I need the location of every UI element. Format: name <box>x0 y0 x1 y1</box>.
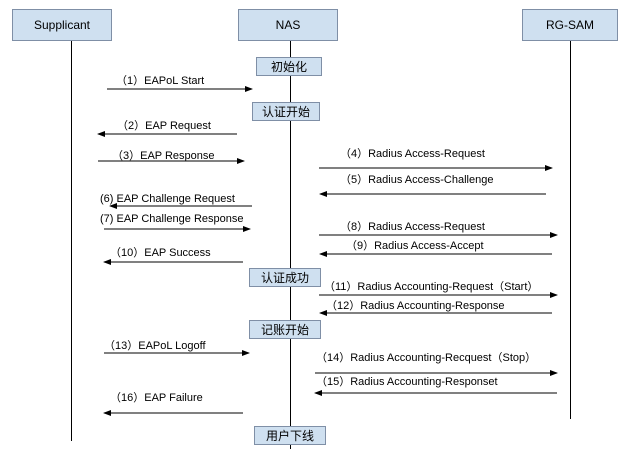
message-label-14: （14）Radius Accounting-Recquest（Stop） <box>316 352 537 364</box>
message-label-8: （8）Radius Access-Request <box>340 221 485 233</box>
actor-label: NAS <box>275 18 301 32</box>
message-label-10: （10）EAP Success <box>110 247 211 259</box>
message-label-3: （3）EAP Response <box>112 150 215 162</box>
message-label-5: （5）Radius Access-Challenge <box>340 174 494 186</box>
phase-accounting-start: 记账开始 <box>249 320 321 339</box>
message-label-16: （16）EAP Failure <box>110 392 203 404</box>
actor-label: RG-SAM <box>546 18 594 32</box>
lifeline-supplicant <box>71 41 72 441</box>
phase-user-offline: 用户下线 <box>254 426 326 445</box>
phase-init: 初始化 <box>256 57 322 76</box>
message-label-1: （1）EAPoL Start <box>116 75 205 87</box>
phase-label: 认证开始 <box>261 105 310 119</box>
message-label-11: （11）Radius Accounting-Request（Start） <box>324 281 539 293</box>
message-label-2: （2）EAP Request <box>117 120 211 132</box>
actor-rg-sam: RG-SAM <box>522 9 618 41</box>
phase-auth-success: 认证成功 <box>249 268 321 287</box>
phase-label: 认证成功 <box>260 271 309 285</box>
actor-label: Supplicant <box>33 18 91 32</box>
message-label-9: （9）Radius Access-Accept <box>346 240 484 252</box>
message-label-15: （15）Radius Accounting-Responset <box>316 376 498 388</box>
phase-label: 记账开始 <box>260 323 309 337</box>
lifeline-nas <box>290 41 291 449</box>
message-label-6: (6) EAP Challenge Request <box>100 193 235 205</box>
actor-supplicant: Supplicant <box>12 9 112 41</box>
phase-label: 初始化 <box>270 60 307 74</box>
message-label-4: （4）Radius Access-Request <box>340 148 485 160</box>
message-label-7: (7) EAP Challenge Response <box>100 213 244 225</box>
actor-nas: NAS <box>238 9 338 41</box>
message-label-13: （13）EAPoL Logoff <box>104 340 206 352</box>
lifeline-rg-sam <box>570 41 571 419</box>
message-label-12: （12）Radius Accounting-Response <box>326 300 505 312</box>
phase-label: 用户下线 <box>265 429 314 443</box>
phase-auth-start: 认证开始 <box>252 102 320 121</box>
